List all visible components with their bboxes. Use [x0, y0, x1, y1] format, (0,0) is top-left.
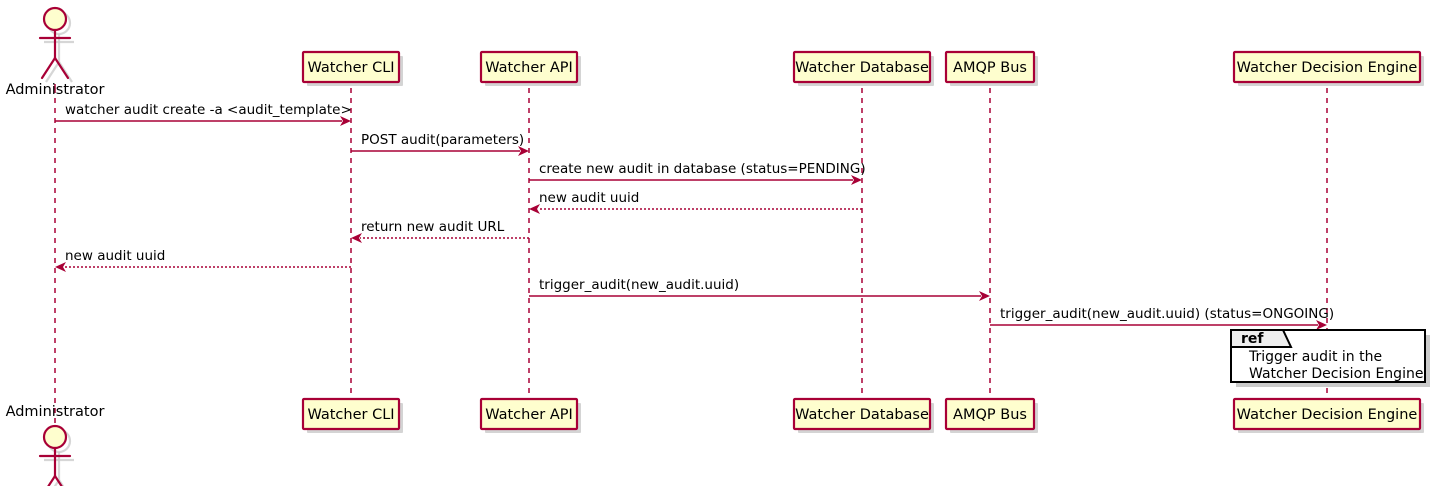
message-label: trigger_audit(new_audit.uuid)	[539, 277, 739, 293]
message-arrowhead	[351, 233, 362, 243]
participant-box-amqp-bus[interactable]: AMQP Bus	[944, 50, 1038, 86]
message-4-new-audit-uuid[interactable]: new audit uuid	[529, 190, 862, 214]
actor-administrator-top[interactable]: Administrator	[6, 6, 105, 98]
message-label: POST audit(parameters)	[361, 132, 524, 148]
participant-box-rect	[944, 397, 1036, 431]
participant-box-rect	[1232, 50, 1422, 84]
participant-label-watcher-cli: Watcher CLI	[307, 60, 394, 76]
message-arrowhead	[529, 204, 540, 214]
message-label: new audit uuid	[65, 248, 165, 264]
participant-box-rect	[944, 50, 1036, 84]
message-8-trigger-audit-new-audit-uuid-status-ongoing[interactable]: trigger_audit(new_audit.uuid) (status=ON…	[990, 306, 1334, 330]
participant-box-watcher-cli[interactable]: Watcher CLI	[301, 50, 403, 86]
message-6-new-audit-uuid[interactable]: new audit uuid	[55, 248, 351, 272]
actor-label-administrator: Administrator	[6, 404, 105, 420]
participant-box-watcher-decision-engine[interactable]: Watcher Decision Engine	[1232, 397, 1424, 433]
message-arrowhead	[518, 146, 529, 156]
participant-label-watcher-decision-engine: Watcher Decision Engine	[1237, 60, 1418, 76]
lifelines-group	[54, 84, 1328, 432]
message-label: trigger_audit(new_audit.uuid) (status=ON…	[1000, 306, 1334, 322]
actor-administrator-bottom[interactable]: Administrator	[6, 404, 105, 486]
actor-figure-icon	[38, 6, 72, 80]
participant-box-amqp-bus[interactable]: AMQP Bus	[944, 397, 1038, 433]
message-2-post-audit-parameters[interactable]: POST audit(parameters)	[351, 132, 529, 156]
message-label: return new audit URL	[361, 219, 505, 235]
participant-label-watcher-database: Watcher Database	[795, 407, 929, 423]
actor-figure-icon	[38, 424, 72, 486]
participant-label-watcher-cli: Watcher CLI	[307, 407, 394, 423]
participant-heads-group: Administrator Watcher CLI Watcher API Watch…	[6, 6, 1424, 98]
message-label: new audit uuid	[539, 190, 639, 206]
message-label: create new audit in database (status=PEN…	[539, 161, 866, 177]
participant-box-watcher-api[interactable]: Watcher API	[479, 397, 581, 433]
message-5-return-new-audit-url[interactable]: return new audit URL	[351, 219, 529, 243]
participant-box-watcher-database[interactable]: Watcher Database	[792, 397, 934, 433]
participant-box-rect	[301, 50, 401, 84]
participant-label-watcher-decision-engine: Watcher Decision Engine	[1237, 407, 1418, 423]
participant-label-watcher-api: Watcher API	[485, 407, 573, 423]
message-arrowhead	[1316, 320, 1327, 330]
participant-box-watcher-decision-engine[interactable]: Watcher Decision Engine	[1232, 50, 1424, 86]
message-1-watcher-audit-create-a-audit-template[interactable]: watcher audit create -a <audit_template>	[55, 102, 352, 126]
participant-box-watcher-api[interactable]: Watcher API	[479, 50, 581, 86]
message-arrowhead	[340, 116, 351, 126]
participant-label-watcher-api: Watcher API	[485, 60, 573, 76]
message-arrowhead	[55, 262, 66, 272]
message-3-create-new-audit-in-database-status-pending[interactable]: create new audit in database (status=PEN…	[529, 161, 866, 185]
participant-box-rect	[479, 50, 579, 84]
message-arrowhead	[851, 175, 862, 185]
message-7-trigger-audit-new-audit-uuid[interactable]: trigger_audit(new_audit.uuid)	[529, 277, 990, 301]
message-label: watcher audit create -a <audit_template>	[65, 102, 352, 118]
participant-label-amqp-bus: AMQP Bus	[953, 60, 1027, 76]
message-arrowhead	[979, 291, 990, 301]
ref-fragment-body	[1230, 329, 1426, 383]
ref-fragment-tab-label: ref	[1241, 331, 1264, 347]
ref-fragment-tab	[1230, 329, 1293, 348]
participant-box-rect	[479, 397, 579, 431]
ref-fragment-text-line-2: Watcher Decision Engine	[1249, 366, 1423, 382]
participant-box-rect	[1232, 397, 1422, 431]
participant-box-rect	[301, 397, 401, 431]
participant-box-rect	[792, 397, 932, 431]
actor-label-administrator: Administrator	[6, 82, 105, 98]
participant-box-watcher-database[interactable]: Watcher Database	[792, 50, 934, 86]
participant-box-watcher-cli[interactable]: Watcher CLI	[301, 397, 403, 433]
participant-box-rect	[792, 50, 932, 84]
participant-feet-group: Administrator Watcher CLI Watcher API Watch…	[6, 397, 1424, 486]
messages-group: watcher audit create -a <audit_template>…	[55, 102, 1334, 330]
participant-label-amqp-bus: AMQP Bus	[953, 407, 1027, 423]
ref-fragment-text-line-1: Trigger audit in the	[1248, 349, 1382, 365]
participant-label-watcher-database: Watcher Database	[795, 60, 929, 76]
